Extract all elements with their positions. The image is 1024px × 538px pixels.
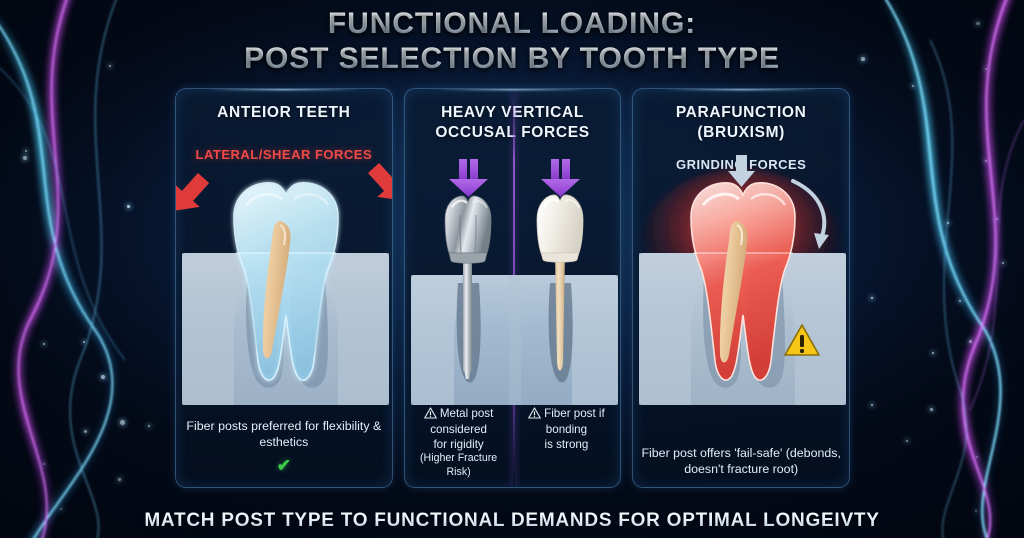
fiber-post-line1: Fiber post if <box>544 406 605 420</box>
metal-post-line1: Metal post <box>439 406 494 420</box>
metal-post-line2: considered <box>430 423 487 437</box>
check-icon: ✔ <box>276 455 291 475</box>
panel-parafunction-heading: PARAFUNCTION (BRUXISM) <box>675 104 807 141</box>
metal-post-risk-note: (Higher Fracture Risk) <box>420 452 498 478</box>
panel-row: ANTEIOR TEETH LATERAL/SHEAR FORCES <box>175 88 851 488</box>
grinding-force-arrow-down <box>728 155 756 187</box>
metal-post-tooth <box>444 195 492 383</box>
grinding-force-curve-arrow <box>791 179 830 249</box>
panel-vertical-heading: HEAVY VERTICAL OCCUSAL FORCES <box>435 104 590 141</box>
panel-anterior-subheading: LATERAL/SHEAR FORCES <box>195 147 373 162</box>
title-line-2: POST SELECTION BY TOOTH TYPE <box>0 42 1024 77</box>
panel-parafunction-bruxism[interactable]: PARAFUNCTION (BRUXISM) GRINDING FORCES <box>632 88 851 488</box>
parafunction-caption-text: Fiber post offers 'fail-safe' (debonds, … <box>641 445 841 476</box>
footer-banner: MATCH POST TYPE TO FUNCTIONAL DEMANDS FO… <box>0 510 1024 532</box>
vertical-forces-scene <box>405 159 621 405</box>
fiber-post-subcaption: Fiber post if bonding is strong <box>513 407 621 479</box>
vertical-force-arrow-left <box>448 159 488 197</box>
warning-triangle-icon <box>528 406 541 419</box>
lateral-force-arrow-left <box>175 173 210 211</box>
warning-triangle-icon <box>784 324 821 356</box>
fiber-post-line2: bonding <box>545 423 588 437</box>
parafunction-tooth-scene <box>633 155 849 405</box>
anterior-caption-text: Fiber posts preferred for flexibility & … <box>186 418 382 449</box>
panel-anterior-teeth[interactable]: ANTEIOR TEETH LATERAL/SHEAR FORCES <box>175 88 393 488</box>
panel-anterior-heading: ANTEIOR TEETH <box>217 104 351 121</box>
page-title: FUNCTIONAL LOADING: POST SELECTION BY TO… <box>0 7 1024 77</box>
vertical-force-arrow-right <box>540 159 580 197</box>
lateral-force-arrow-right <box>368 162 392 201</box>
warning-triangle-icon <box>423 406 437 419</box>
anterior-tooth-scene <box>175 162 392 405</box>
title-line-1: FUNCTIONAL LOADING: <box>0 7 1024 42</box>
metal-post-subcaption: Metal post considered for rigidity (High… <box>405 407 513 479</box>
fiber-post-tooth <box>536 194 584 383</box>
panel-parafunction-caption: Fiber post offers 'fail-safe' (debonds, … <box>633 445 849 477</box>
panel-anterior-caption: Fiber posts preferred for flexibility & … <box>176 418 392 477</box>
panel-heavy-vertical-forces[interactable]: HEAVY VERTICAL OCCUSAL FORCES <box>403 88 622 488</box>
vertical-subcaptions: Metal post considered for rigidity (High… <box>405 407 621 479</box>
metal-post-line3: for rigidity <box>433 437 484 451</box>
fiber-post-line3: is strong <box>544 437 589 451</box>
